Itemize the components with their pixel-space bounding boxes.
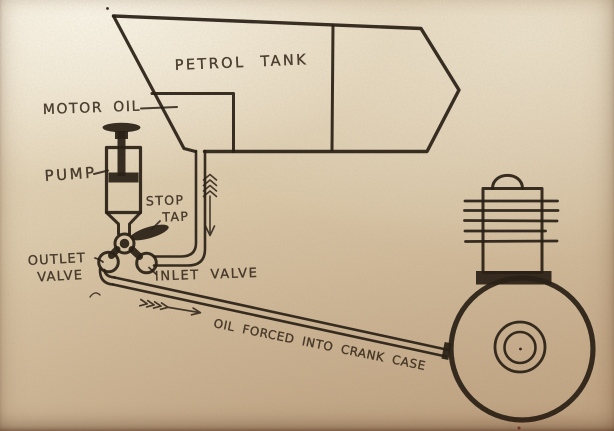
delivery-pipe-elbow-inner xyxy=(103,268,116,279)
flow-direction-arrow-icon xyxy=(138,298,202,316)
stop-tap-body xyxy=(113,232,136,255)
stop-tap-lever xyxy=(130,224,169,241)
stop-tap-leader xyxy=(150,220,161,231)
motor-oil-label: MOTOR OIL xyxy=(43,99,142,118)
motor-oil-leader xyxy=(140,106,178,110)
pump-leader xyxy=(93,169,109,175)
outlet-valve-label-line1: OUTLET xyxy=(27,251,86,269)
pump-label: PUMP xyxy=(44,163,97,185)
crank-case xyxy=(448,275,596,423)
cooling-fins xyxy=(463,199,560,243)
crankshaft-boss-inner xyxy=(503,330,537,365)
stop-tap-label-line1: STOP xyxy=(146,192,185,208)
crankshaft-boss-outer xyxy=(493,320,547,374)
oil-supply-pipe xyxy=(152,149,218,267)
outlet-valve xyxy=(97,250,120,274)
valve-assembly xyxy=(97,224,169,275)
delivery-pipe-bottom-wall xyxy=(111,283,448,358)
pump-plunger-rod xyxy=(117,131,126,176)
supply-pipe-outer-wall xyxy=(152,149,207,267)
stop-tap-spindle xyxy=(119,238,130,249)
pencil-mark xyxy=(89,292,101,298)
down-flow-arrow-icon xyxy=(202,173,218,237)
motor-oil-compartment xyxy=(150,92,235,153)
pump-body-taper-left xyxy=(105,211,120,236)
petrol-tank-left-edge xyxy=(111,14,198,154)
delivery-pipe-elbow-outer xyxy=(98,267,115,286)
petrol-tank-divider xyxy=(330,24,335,152)
pump-handle xyxy=(102,122,141,133)
motor-oil-compartment-wall xyxy=(150,92,235,153)
stop-tap-label-line2: TAP xyxy=(161,209,189,225)
delivery-pipe-top-wall xyxy=(113,276,450,352)
oil-pump xyxy=(102,122,143,236)
crankshaft-center-dot xyxy=(519,347,522,351)
pump-piston xyxy=(108,172,139,183)
supply-pipe-inner-wall xyxy=(152,149,198,258)
leader-lines xyxy=(89,106,521,430)
petrol-tank-outline xyxy=(111,14,461,154)
engine xyxy=(448,174,596,423)
outlet-valve-leader xyxy=(94,257,104,263)
petrol-tank-label: PETROL TANK xyxy=(174,52,308,74)
inlet-valve-leader xyxy=(148,266,158,276)
pump-body-taper-right xyxy=(128,211,142,236)
outlet-valve-label-line2: VALVE xyxy=(37,268,84,285)
red-speck xyxy=(517,426,521,430)
inlet-valve xyxy=(135,251,158,275)
cylinder-head-dome xyxy=(491,174,524,190)
petrol-tank xyxy=(106,7,461,154)
pump-barrel xyxy=(104,145,143,215)
ink-speck xyxy=(106,7,109,10)
inlet-valve-label: INLET VALVE xyxy=(155,266,259,285)
